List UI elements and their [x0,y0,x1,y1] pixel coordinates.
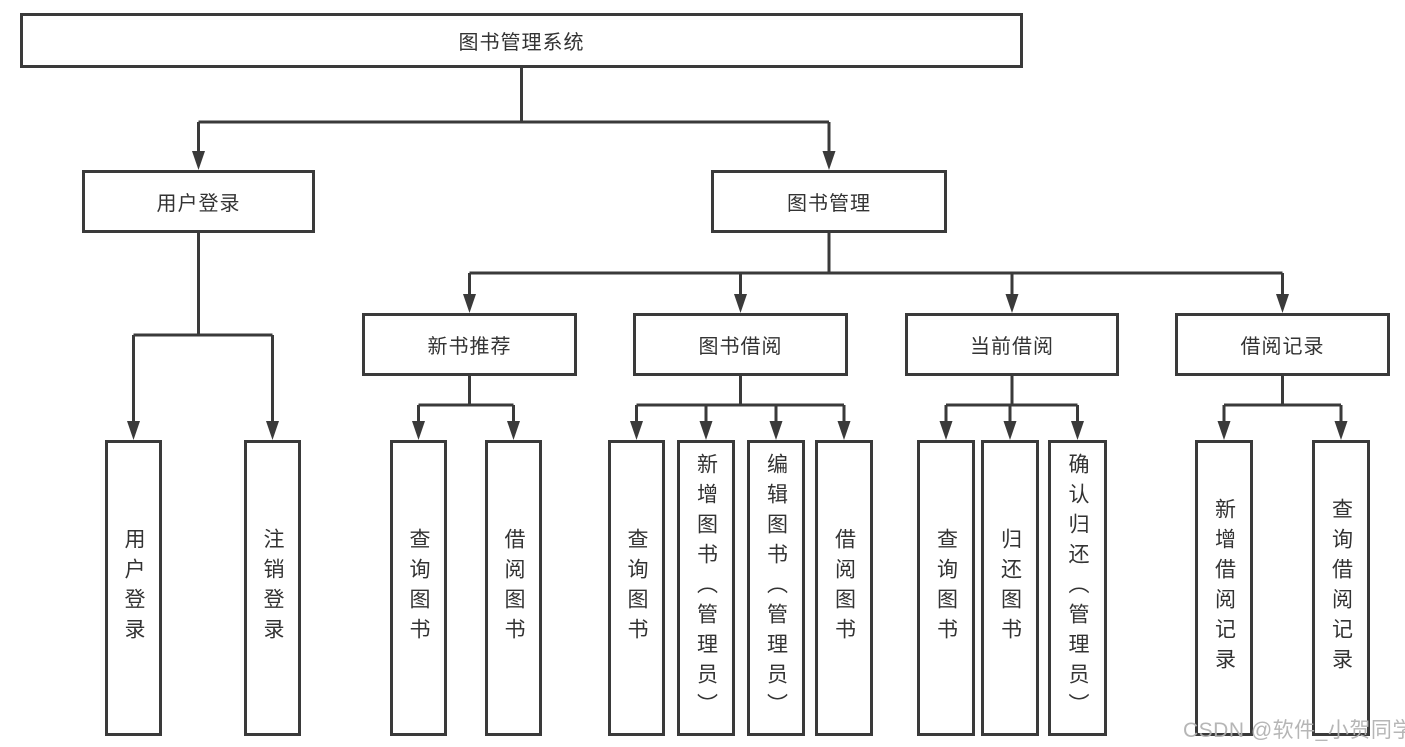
leaf-return-books: 归还图书 [981,440,1039,736]
leaf-logout: 注销登录 [244,440,301,736]
leaf-query-books-borrowing: 查询图书 [608,440,665,736]
leaf-query-books-current: 查询图书 [917,440,975,736]
leaf-query-books-recommend: 查询图书 [390,440,447,736]
leaf-query-borrow-record: 查询借阅记录 [1312,440,1370,736]
node-book-management: 图书管理 [711,170,947,233]
leaf-add-books-admin: 新增图书（管理员） [677,440,735,736]
node-current-borrowing: 当前借阅 [905,313,1119,376]
watermark-text: CSDN @软件_小贺同学 [1183,719,1405,742]
leaf-add-borrow-record: 新增借阅记录 [1195,440,1253,736]
leaf-edit-books-admin: 编辑图书（管理员） [747,440,805,736]
node-new-book-recommendation: 新书推荐 [362,313,577,376]
leaf-borrow-books-recommend: 借阅图书 [485,440,542,736]
node-user-login: 用户登录 [82,170,315,233]
leaf-user-login: 用户登录 [105,440,162,736]
node-book-borrowing: 图书借阅 [633,313,848,376]
leaf-confirm-return-admin: 确认归还（管理员） [1048,440,1107,736]
leaf-borrow-books: 借阅图书 [815,440,873,736]
node-borrowing-records: 借阅记录 [1175,313,1390,376]
node-library-management-system: 图书管理系统 [20,13,1023,68]
